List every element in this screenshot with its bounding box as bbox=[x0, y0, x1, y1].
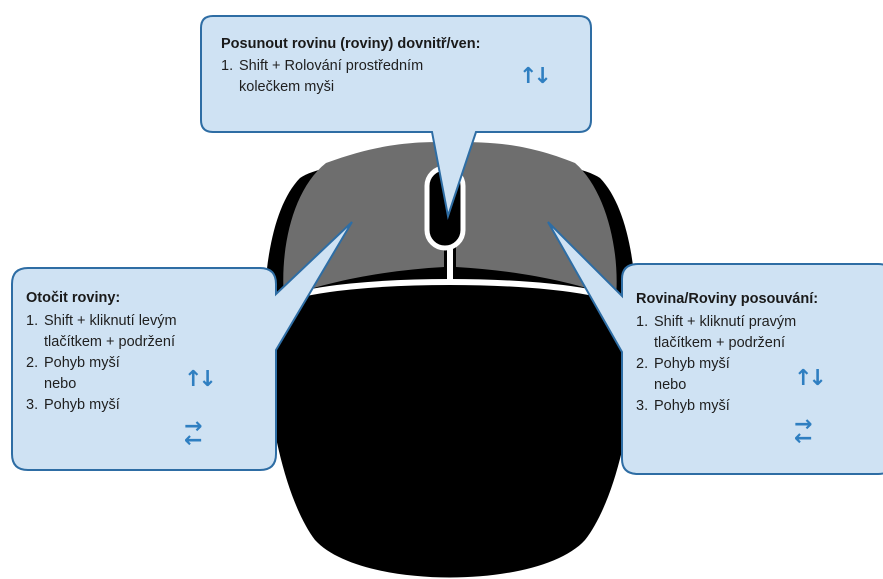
up-down-arrows-icon: ↑↓ bbox=[519, 64, 548, 89]
step-number: 3. bbox=[636, 396, 648, 417]
step-text: Pohyb myší bbox=[654, 396, 876, 417]
left-step-3: 3. Pohyb myší bbox=[26, 395, 266, 416]
step-number: 1. bbox=[636, 312, 648, 333]
left-right-arrows-icon: →← bbox=[184, 420, 202, 448]
left-right-arrows-icon: →← bbox=[794, 418, 812, 446]
step-text: Shift + kliknutí levým bbox=[44, 311, 266, 332]
step-text: Pohyb myší bbox=[44, 353, 266, 374]
step-text: Shift + kliknutí pravým bbox=[654, 312, 876, 333]
up-down-arrows-icon: ↑↓ bbox=[794, 366, 823, 391]
left-callout-title: Otočit roviny: bbox=[26, 290, 266, 306]
right-step-1: 1. Shift + kliknutí pravým tlačítkem + p… bbox=[636, 312, 876, 354]
left-step-1: 1. Shift + kliknutí levým tlačítkem + po… bbox=[26, 311, 266, 353]
step-number: 3. bbox=[26, 395, 38, 416]
step-text-continued: nebo bbox=[44, 374, 266, 395]
step-text-continued: nebo bbox=[654, 375, 876, 396]
right-step-3: 3. Pohyb myší bbox=[636, 396, 876, 417]
step-number: 2. bbox=[26, 353, 38, 374]
left-callout-steps: 1. Shift + kliknutí levým tlačítkem + po… bbox=[26, 311, 266, 416]
left-callout: Otočit roviny: 1. Shift + kliknutí levým… bbox=[26, 290, 266, 416]
left-step-2: 2. Pohyb myší nebo bbox=[26, 353, 266, 395]
step-number: 2. bbox=[636, 354, 648, 375]
right-callout: Rovina/Roviny posouvání: 1. Shift + klik… bbox=[636, 291, 876, 417]
step-text: Pohyb myší bbox=[44, 395, 266, 416]
up-down-arrows-icon: ↑↓ bbox=[184, 367, 213, 392]
right-callout-title: Rovina/Roviny posouvání: bbox=[636, 291, 876, 307]
right-step-2: 2. Pohyb myší nebo bbox=[636, 354, 876, 396]
step-text-continued: tlačítkem + podržení bbox=[654, 333, 876, 354]
step-number: 1. bbox=[221, 56, 233, 77]
right-callout-steps: 1. Shift + kliknutí pravým tlačítkem + p… bbox=[636, 312, 876, 417]
step-number: 1. bbox=[26, 311, 38, 332]
step-text-continued: tlačítkem + podržení bbox=[44, 332, 266, 353]
step-text: Pohyb myší bbox=[654, 354, 876, 375]
top-callout-title: Posunout rovinu (roviny) dovnitř/ven: bbox=[221, 36, 581, 52]
